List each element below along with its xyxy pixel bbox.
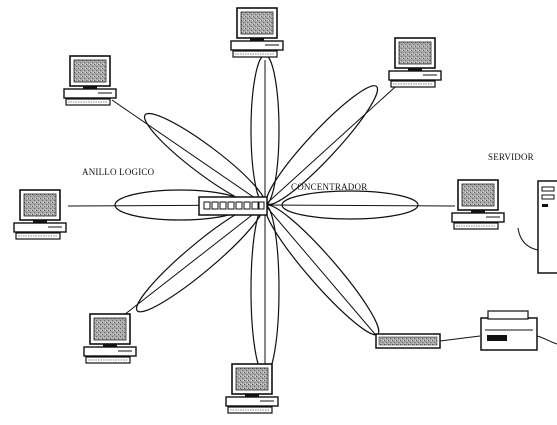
modem-icon xyxy=(375,333,481,349)
computer-icon xyxy=(13,189,67,240)
computer-icon xyxy=(83,313,137,364)
computer-icon xyxy=(225,363,279,414)
logical-ring-label: ANILLO LOGICO xyxy=(82,167,155,177)
concentrator-hub xyxy=(198,196,268,216)
computer-icon xyxy=(230,7,284,58)
server-label: SERVIDOR xyxy=(488,152,534,162)
petal-right xyxy=(281,190,419,220)
printer-icon xyxy=(480,310,557,351)
computer-icon xyxy=(63,55,117,106)
computer-icon xyxy=(451,179,505,230)
server-icon xyxy=(517,180,557,274)
computer-icon xyxy=(388,37,442,88)
concentrator-label: CONCENTRADOR xyxy=(291,182,367,192)
